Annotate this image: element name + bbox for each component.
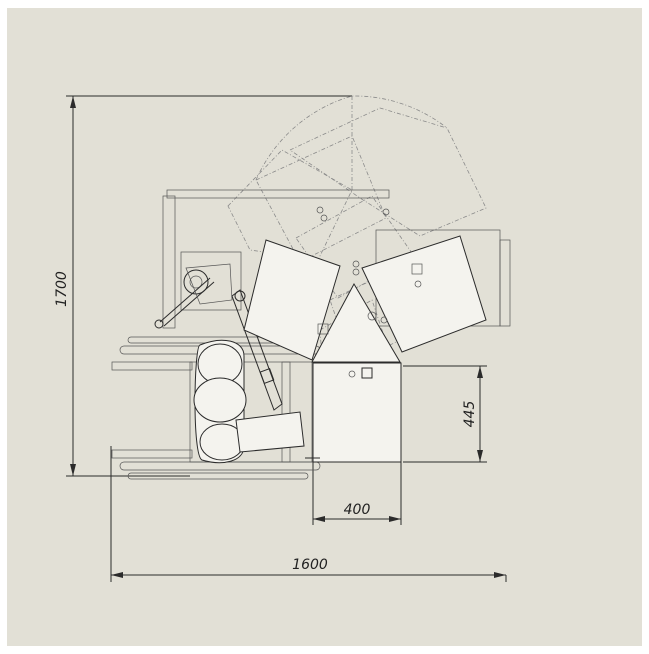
wheelchair bbox=[111, 189, 390, 480]
drawing-sheet bbox=[7, 8, 642, 646]
dimension-label-1600: 1600 bbox=[292, 557, 328, 573]
dimension-width-400: 400 bbox=[312, 462, 402, 525]
panel-left bbox=[243, 239, 341, 361]
table-top bbox=[312, 362, 402, 463]
dimension-width-1600: 1600 bbox=[110, 446, 507, 582]
dimension-depth-445: 445 bbox=[403, 365, 487, 463]
dimension-label-1700: 1700 bbox=[54, 271, 70, 307]
panel-right bbox=[361, 235, 487, 353]
table-assembly bbox=[243, 206, 511, 463]
dimension-label-445: 445 bbox=[462, 401, 478, 428]
dimension-label-400: 400 bbox=[344, 502, 371, 518]
panel-center bbox=[311, 282, 401, 363]
